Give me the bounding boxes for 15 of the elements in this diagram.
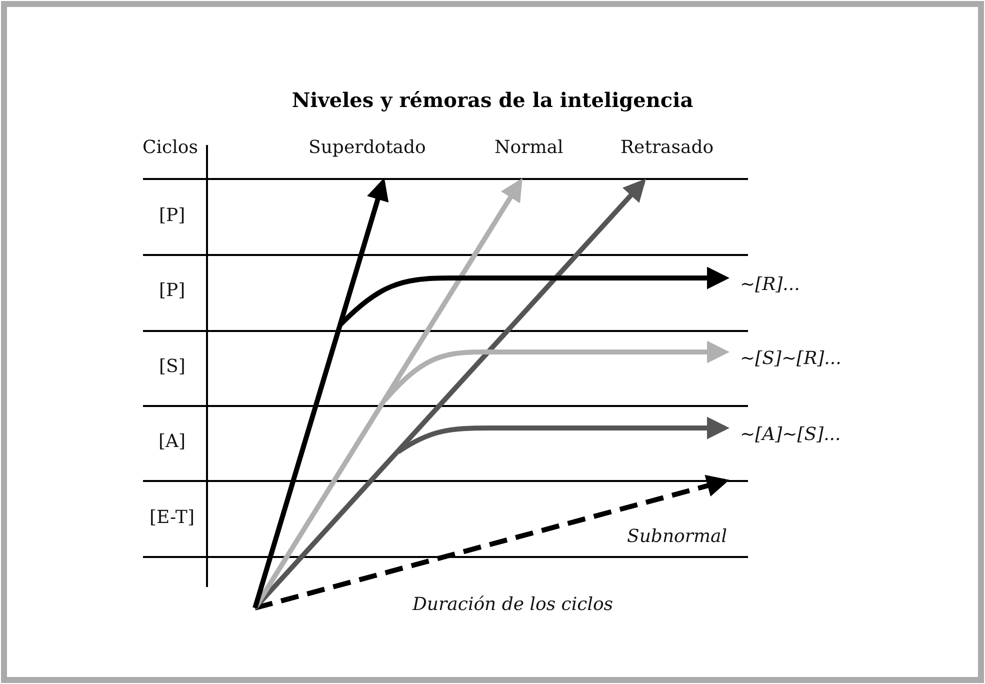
row-label: [S]: [159, 356, 186, 378]
axis-label: Ciclos: [142, 137, 198, 159]
column-label: Retrasado: [620, 137, 714, 159]
row-label: [P]: [159, 280, 186, 302]
curve-label: Subnormal: [627, 526, 728, 548]
axis-label: Duración de los ciclos: [412, 594, 614, 616]
column-label: Superdotado: [308, 137, 426, 159]
row-label: [A]: [158, 431, 186, 453]
curve-label: ~[R]...: [740, 274, 800, 296]
chart-title: Niveles y rémoras de la inteligencia: [290, 88, 694, 112]
curve-label: ~[S]~[R]...: [740, 348, 842, 370]
curve-label: ~[A]~[S]...: [740, 424, 841, 446]
row-label: [P]: [159, 205, 186, 227]
row-label: [E-T]: [150, 507, 194, 529]
column-label: Normal: [494, 137, 564, 159]
